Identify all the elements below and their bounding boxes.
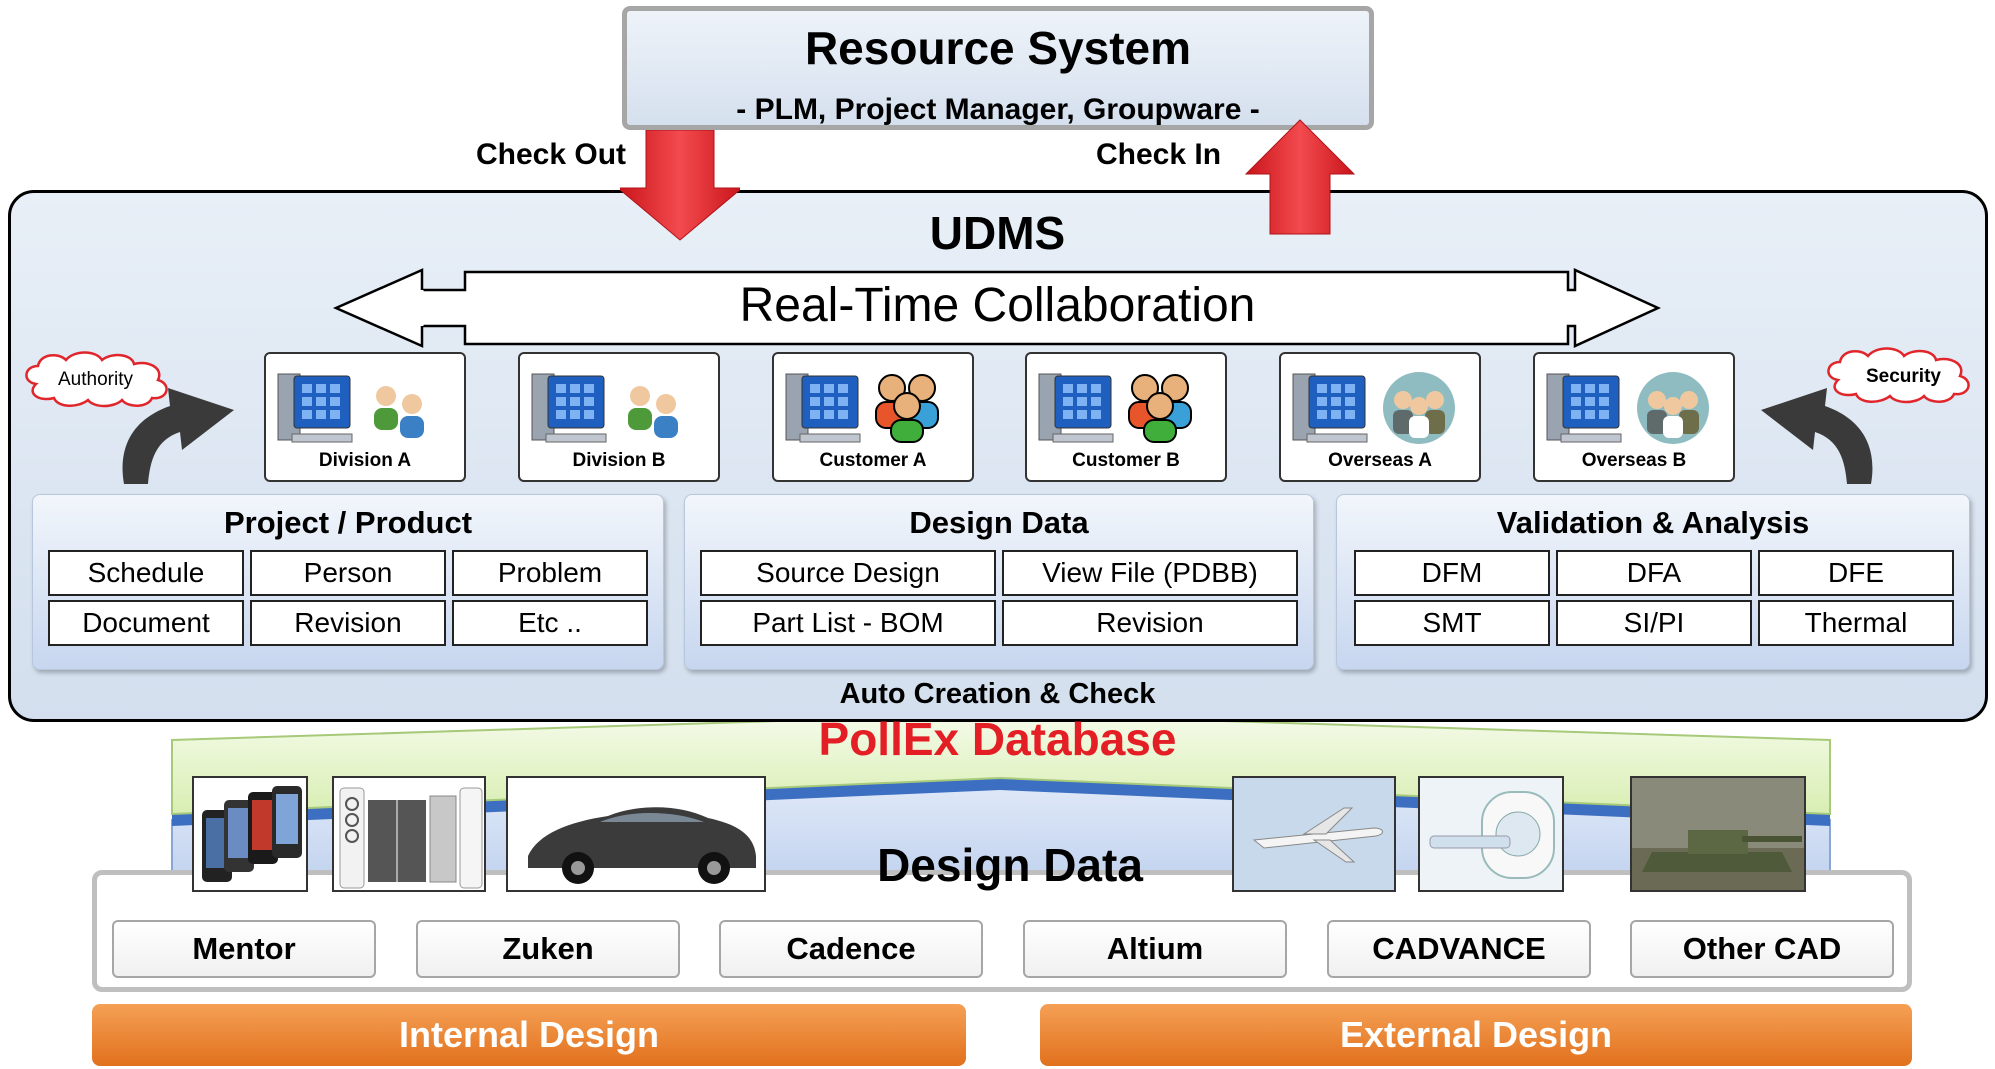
panel-cell: SI/PI — [1556, 600, 1752, 646]
site-label: Division B — [572, 450, 666, 471]
collaboration-label: Real-Time Collaboration — [739, 279, 1256, 332]
panel-title: Design Data — [909, 505, 1089, 540]
panel-cell: Thermal — [1758, 600, 1954, 646]
appliances-image — [332, 776, 486, 892]
authority-label: Authority — [58, 369, 133, 390]
resource-system-box: Resource System - PLM, Project Manager, … — [622, 6, 1374, 130]
site-label: Customer B — [1072, 450, 1180, 471]
site-card: Division B — [518, 352, 720, 482]
internal-design-bar: Internal Design — [92, 1004, 966, 1066]
panel-cell: Revision — [250, 600, 446, 646]
computer-users-small-icon — [277, 373, 424, 443]
check-out-arrow-icon — [620, 130, 740, 241]
panel-title: Validation & Analysis — [1496, 505, 1810, 540]
panel-cell: Document — [48, 600, 244, 646]
panel-cell: Part List - BOM — [700, 600, 996, 646]
design-data-title: Design Data — [877, 839, 1143, 891]
pollex-database-title: PollEx Database — [818, 713, 1177, 765]
panel-cell: DFA — [1556, 550, 1752, 596]
site-label: Overseas B — [1581, 450, 1687, 471]
cad-tool-box: Altium — [1023, 920, 1287, 978]
site-label: Overseas A — [1328, 450, 1432, 471]
auto-creation-label: Auto Creation & Check — [839, 678, 1156, 710]
car-image — [506, 776, 766, 892]
security-label: Security — [1866, 366, 1941, 387]
site-label: Customer A — [819, 450, 927, 471]
phones-image — [192, 776, 308, 892]
cad-tool-box: Cadence — [719, 920, 983, 978]
site-card: Division A — [264, 352, 466, 482]
panel-cell: View File (PDBB) — [1002, 550, 1298, 596]
panel-cell: SMT — [1354, 600, 1550, 646]
panel-cell: DFM — [1354, 550, 1550, 596]
cad-tool-box: CADVANCE — [1327, 920, 1591, 978]
security-cloud-icon — [1827, 347, 1970, 404]
computer-users-color-icon — [785, 373, 939, 443]
site-card: Overseas A — [1279, 352, 1481, 482]
authority-cloud-icon — [25, 351, 168, 408]
panel-cell: Person — [250, 550, 446, 596]
panel-cell: Etc .. — [452, 600, 648, 646]
cad-tool-box: Zuken — [416, 920, 680, 978]
resource-system-subtitle: - PLM, Project Manager, Groupware - — [736, 93, 1260, 126]
panel-cell: Problem — [452, 550, 648, 596]
computer-users-color-icon — [1038, 373, 1192, 443]
authority-curved-arrow-icon — [122, 388, 234, 484]
udms-title: UDMS — [929, 207, 1066, 259]
computer-users-circle-icon — [1546, 372, 1709, 444]
computer-users-circle-icon — [1292, 372, 1455, 444]
collaboration-double-arrow-icon — [332, 268, 1662, 348]
tank-image — [1630, 776, 1806, 892]
panel-title: Project / Product — [223, 505, 473, 540]
panel-cell: Source Design — [700, 550, 996, 596]
site-card: Customer A — [772, 352, 974, 482]
cad-tool-box: Mentor — [112, 920, 376, 978]
mri-scanner-image — [1418, 776, 1564, 892]
site-card: Customer B — [1025, 352, 1227, 482]
panel-cell: Schedule — [48, 550, 244, 596]
external-design-label: External Design — [1339, 1014, 1613, 1055]
site-card: Overseas B — [1533, 352, 1735, 482]
check-in-arrow-icon — [1244, 119, 1356, 235]
airplane-image — [1232, 776, 1396, 892]
panel-cell: Revision — [1002, 600, 1298, 646]
check-in-label: Check In — [1096, 138, 1222, 171]
internal-design-label: Internal Design — [398, 1014, 660, 1055]
panel-cell: DFE — [1758, 550, 1954, 596]
cad-tool-box: Other CAD — [1630, 920, 1894, 978]
security-curved-arrow-icon — [1761, 388, 1873, 484]
computer-users-small-icon — [531, 373, 678, 443]
site-label: Division A — [318, 450, 412, 471]
external-design-bar: External Design — [1040, 1004, 1912, 1066]
check-out-label: Check Out — [476, 138, 627, 171]
resource-system-title: Resource System — [804, 22, 1192, 74]
